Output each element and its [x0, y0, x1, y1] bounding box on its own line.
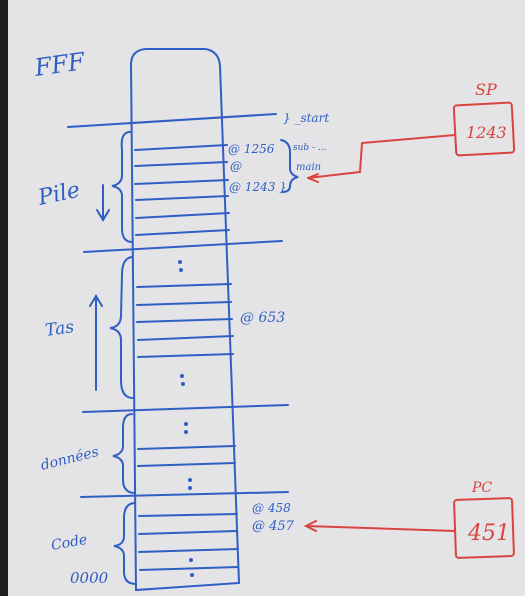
note-main: main [296, 162, 321, 173]
heap-addr: @ 653 [240, 310, 285, 326]
addr-at: @ [230, 159, 242, 173]
bottom-left-frame [0, 596, 8, 615]
pc-value: 451 [467, 521, 510, 546]
addr-1243: @ 1243 } [229, 180, 287, 194]
bottom-address: 0000 [70, 569, 109, 587]
section-tas: Tas [44, 317, 76, 341]
sp-value: 1243 [466, 123, 507, 142]
note-start: } _start [283, 111, 329, 125]
addr-1256: @ 1256 [228, 142, 275, 156]
note-sub: sub - ... [293, 143, 327, 153]
code-addr-458: @ 458 [252, 501, 291, 515]
whiteboard-left-frame [0, 0, 8, 598]
sp-label: SP [475, 80, 497, 99]
bottom-white-strip [0, 596, 525, 615]
code-addr-457: @ 457 [252, 519, 295, 534]
pc-label: PC [471, 480, 492, 496]
